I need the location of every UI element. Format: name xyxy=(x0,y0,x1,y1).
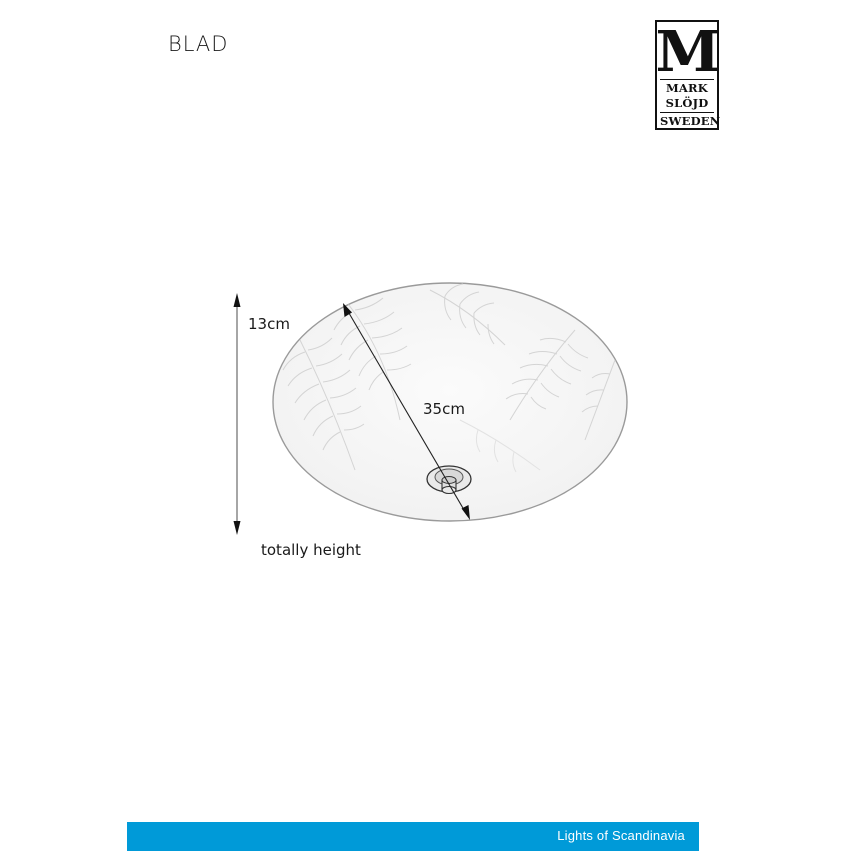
footer-tagline: Lights of Scandinavia xyxy=(557,828,685,843)
logo-line-1: MARK xyxy=(665,81,708,95)
logo-divider xyxy=(660,112,714,113)
logo-line-3: SWEDEN xyxy=(660,114,721,128)
footer-bar: Lights of Scandinavia xyxy=(127,822,699,851)
brand-logo: M MARK SLÖJD SWEDEN xyxy=(655,19,721,130)
diameter-dimension-label: 35cm xyxy=(423,400,465,418)
height-arrow-icon xyxy=(233,293,241,535)
lamp-bowl-icon xyxy=(272,282,628,522)
diameter-arrow-icon xyxy=(343,303,470,520)
logo-monogram: M xyxy=(655,19,721,85)
height-caption: totally height xyxy=(261,541,361,559)
logo-line-2: SLÖJD xyxy=(665,96,709,110)
product-title: BLAD xyxy=(168,32,229,56)
leaf-pattern-icon xyxy=(282,283,616,473)
height-dimension-label: 13cm xyxy=(248,315,290,333)
logo-divider xyxy=(660,79,714,80)
